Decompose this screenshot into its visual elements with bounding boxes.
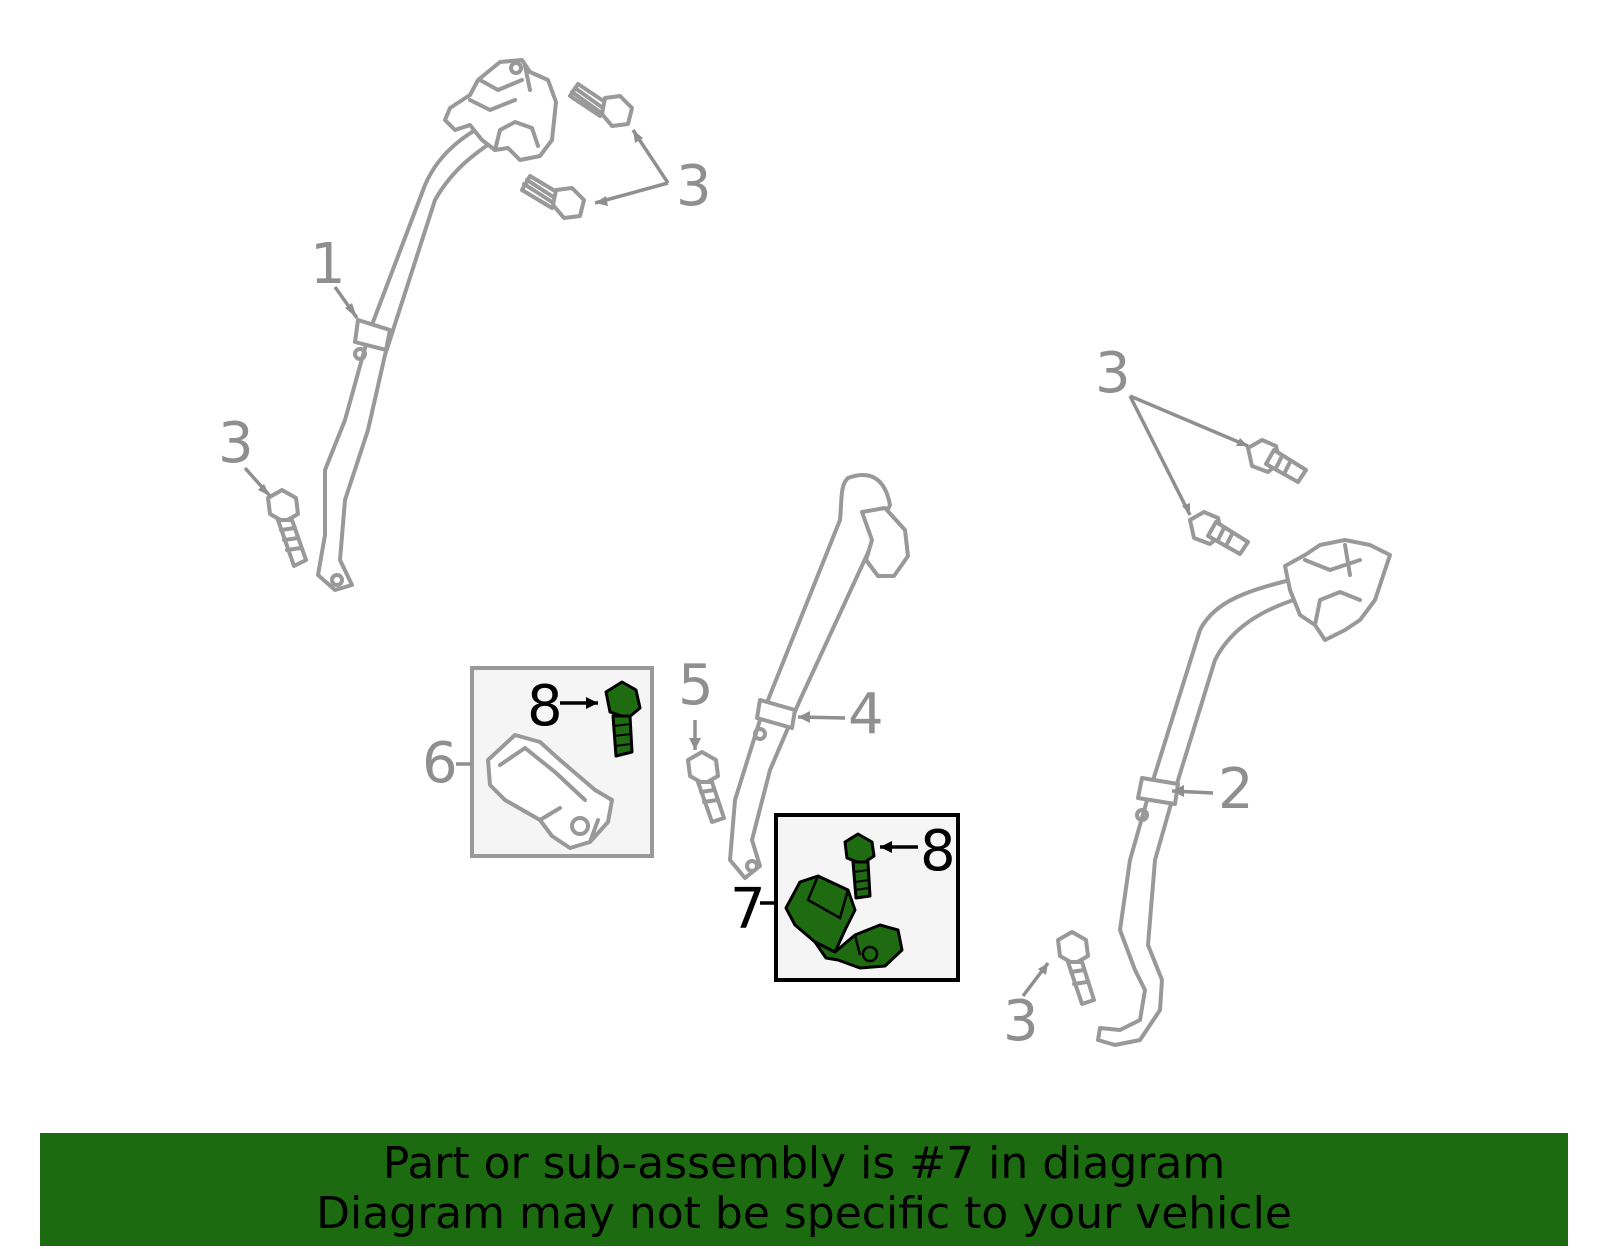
- bolt-8-upper-green: [604, 680, 642, 758]
- bolt-3-upper-b: [520, 174, 586, 220]
- info-banner: Part or sub-assembly is #7 in diagram Di…: [40, 1133, 1568, 1246]
- bolt-8-lower-green: [843, 832, 876, 900]
- callout-3-right-bottom: 3: [1003, 989, 1039, 1054]
- callout-3-top: 3: [676, 154, 712, 219]
- seat-belt-assembly-right: [1096, 538, 1392, 1047]
- callout-8-upper: 8: [527, 674, 563, 739]
- bolt-5: [686, 750, 726, 824]
- callout-2: 2: [1218, 757, 1254, 822]
- bolt-3-right-a: [1246, 438, 1308, 484]
- banner-line-2: Diagram may not be specific to your vehi…: [316, 1188, 1292, 1239]
- seat-belt-center: [728, 473, 910, 880]
- bolt-3-right-b: [1188, 510, 1250, 556]
- callout-1: 1: [310, 232, 346, 297]
- bolt-3-right-lower: [1056, 930, 1096, 1006]
- banner-line-1: Part or sub-assembly is #7 in diagram: [382, 1138, 1226, 1189]
- part-6-box: [470, 666, 654, 858]
- callout-7: 7: [730, 877, 766, 942]
- leader-lines: [243, 129, 1249, 998]
- callout-6: 6: [422, 731, 458, 796]
- callout-3-right-top: 3: [1095, 341, 1131, 406]
- callout-3-left: 3: [218, 411, 254, 476]
- bolt-3-left: [266, 488, 308, 568]
- seat-belt-assembly-left: [316, 58, 558, 592]
- bolt-3-upper-a: [568, 82, 634, 128]
- callout-5: 5: [678, 653, 714, 718]
- callout-8-lower: 8: [920, 819, 956, 884]
- callout-4: 4: [848, 682, 884, 747]
